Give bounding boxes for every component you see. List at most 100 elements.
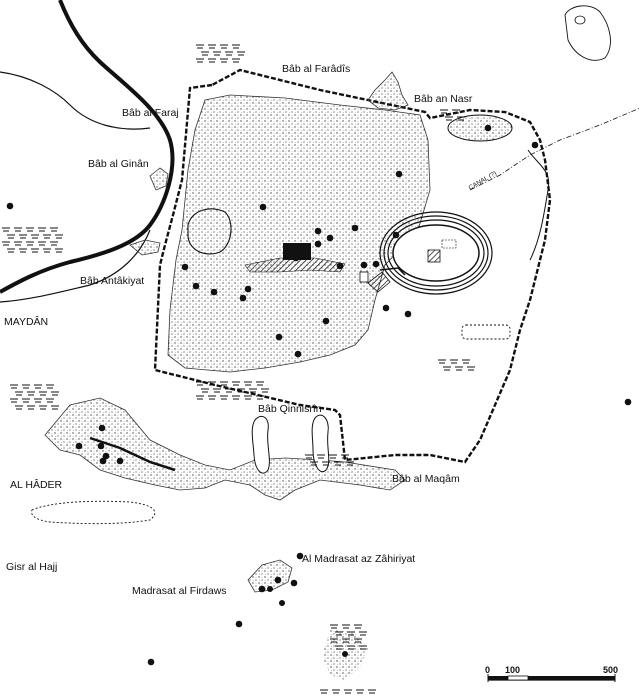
tomb-mark xyxy=(322,461,330,466)
tomb-mark xyxy=(208,395,216,400)
tomb-mark xyxy=(26,241,34,246)
tomb-mark xyxy=(342,624,350,629)
hill-inner xyxy=(574,15,586,25)
label-maydan: MAYDÂN xyxy=(4,315,48,328)
tomb-mark xyxy=(342,638,350,643)
tomb-mark xyxy=(329,454,337,459)
tomb-mark xyxy=(50,241,58,246)
tomb-mark xyxy=(317,454,325,459)
tomb-mark xyxy=(22,384,30,389)
tomb-mark xyxy=(440,109,448,114)
tomb-mark xyxy=(261,388,269,393)
river xyxy=(0,0,175,294)
monument-dot xyxy=(97,442,105,450)
tomb-mark xyxy=(46,398,54,403)
tomb-mark xyxy=(7,248,15,253)
monument-dot xyxy=(210,288,218,296)
label-bab-qinnisrin: Bâb Qinnisrîn xyxy=(258,403,322,415)
tomb-mark xyxy=(208,44,216,49)
monument-dot xyxy=(382,304,390,312)
tomb-mark xyxy=(34,398,42,403)
tomb-mark xyxy=(225,388,233,393)
tomb-mark xyxy=(196,395,204,400)
label-bab-antakiyat: Bâb Antâkiyat xyxy=(80,275,144,287)
tomb-mark xyxy=(220,44,228,49)
monument-dot xyxy=(98,424,106,432)
tomb-mark xyxy=(213,51,221,56)
tomb-mark xyxy=(455,366,463,371)
suburb-al-hader xyxy=(44,397,406,501)
tomb-mark xyxy=(2,227,10,232)
monument-dot xyxy=(181,263,189,271)
monument-dot xyxy=(296,552,304,560)
tomb-mark xyxy=(51,405,59,410)
tomb-mark xyxy=(15,405,23,410)
tomb-mark xyxy=(320,689,328,694)
tomb-mark xyxy=(31,234,39,239)
tomb-mark xyxy=(347,631,355,636)
scale-tick-500: 500 xyxy=(603,665,618,675)
river-branch xyxy=(0,71,151,130)
tomb-mark xyxy=(457,116,465,121)
label-bab-an-nasr: Bâb an Nasr xyxy=(414,93,473,105)
monument-dot xyxy=(314,240,322,248)
monument-dot xyxy=(326,234,334,242)
monument-dot xyxy=(292,254,300,262)
enclosure-nasr xyxy=(447,114,513,142)
tomb-mark xyxy=(196,58,204,63)
tomb-mark xyxy=(445,116,453,121)
tomb-mark xyxy=(346,461,354,466)
tomb-mark xyxy=(55,248,63,253)
label-al-hader: AL HÂDER xyxy=(10,478,63,491)
tomb-mark xyxy=(341,454,349,459)
citadel xyxy=(379,211,493,295)
label-bab-al-maqam: Bâb al Maqâm xyxy=(392,473,460,485)
monument-dot xyxy=(395,170,403,178)
ravine-east xyxy=(311,414,330,473)
tomb-mark xyxy=(354,624,362,629)
monument-dot xyxy=(279,600,285,606)
tomb-mark xyxy=(232,58,240,63)
label-gisr-al-hajj: Gisr al Hajj xyxy=(6,561,57,573)
great-mosque xyxy=(283,243,311,260)
tomb-mark xyxy=(244,381,252,386)
tomb-mark xyxy=(10,384,18,389)
monument-dot xyxy=(294,350,302,358)
tomb-mark xyxy=(443,366,451,371)
tomb-mark xyxy=(15,391,23,396)
tomb-mark xyxy=(359,631,367,636)
tomb-mark xyxy=(38,241,46,246)
tomb-mark xyxy=(347,645,355,650)
tomb-mark xyxy=(14,241,22,246)
label-bab-al-faradis: Bâb al Farâdîs xyxy=(282,63,350,75)
tomb-mark xyxy=(43,234,51,239)
open-space-east xyxy=(461,324,511,340)
tomb-mark xyxy=(26,227,34,232)
cemetery-marks xyxy=(2,44,475,694)
tomb-mark xyxy=(452,109,460,114)
tomb-mark xyxy=(225,51,233,56)
tomb-mark xyxy=(237,388,245,393)
monument-dot xyxy=(99,457,107,465)
monument-dot xyxy=(275,333,283,341)
suq-hatched xyxy=(244,257,346,273)
tomb-mark xyxy=(51,391,59,396)
monument-dot xyxy=(404,310,412,318)
monument-dot xyxy=(342,651,348,657)
monument-dot xyxy=(484,124,492,132)
tomb-mark xyxy=(334,461,342,466)
tomb-mark xyxy=(462,359,470,364)
square-building xyxy=(359,271,369,283)
monument-dot xyxy=(360,261,368,269)
tomb-mark xyxy=(335,631,343,636)
tomb-mark xyxy=(196,44,204,49)
tomb-mark xyxy=(208,381,216,386)
monument-dot xyxy=(239,294,247,302)
tomb-mark xyxy=(27,405,35,410)
suburb-ginan xyxy=(149,167,169,191)
monument-dot xyxy=(336,262,344,270)
canal xyxy=(469,107,640,191)
tomb-mark xyxy=(34,384,42,389)
tomb-mark xyxy=(220,395,228,400)
city-wall xyxy=(153,68,552,464)
